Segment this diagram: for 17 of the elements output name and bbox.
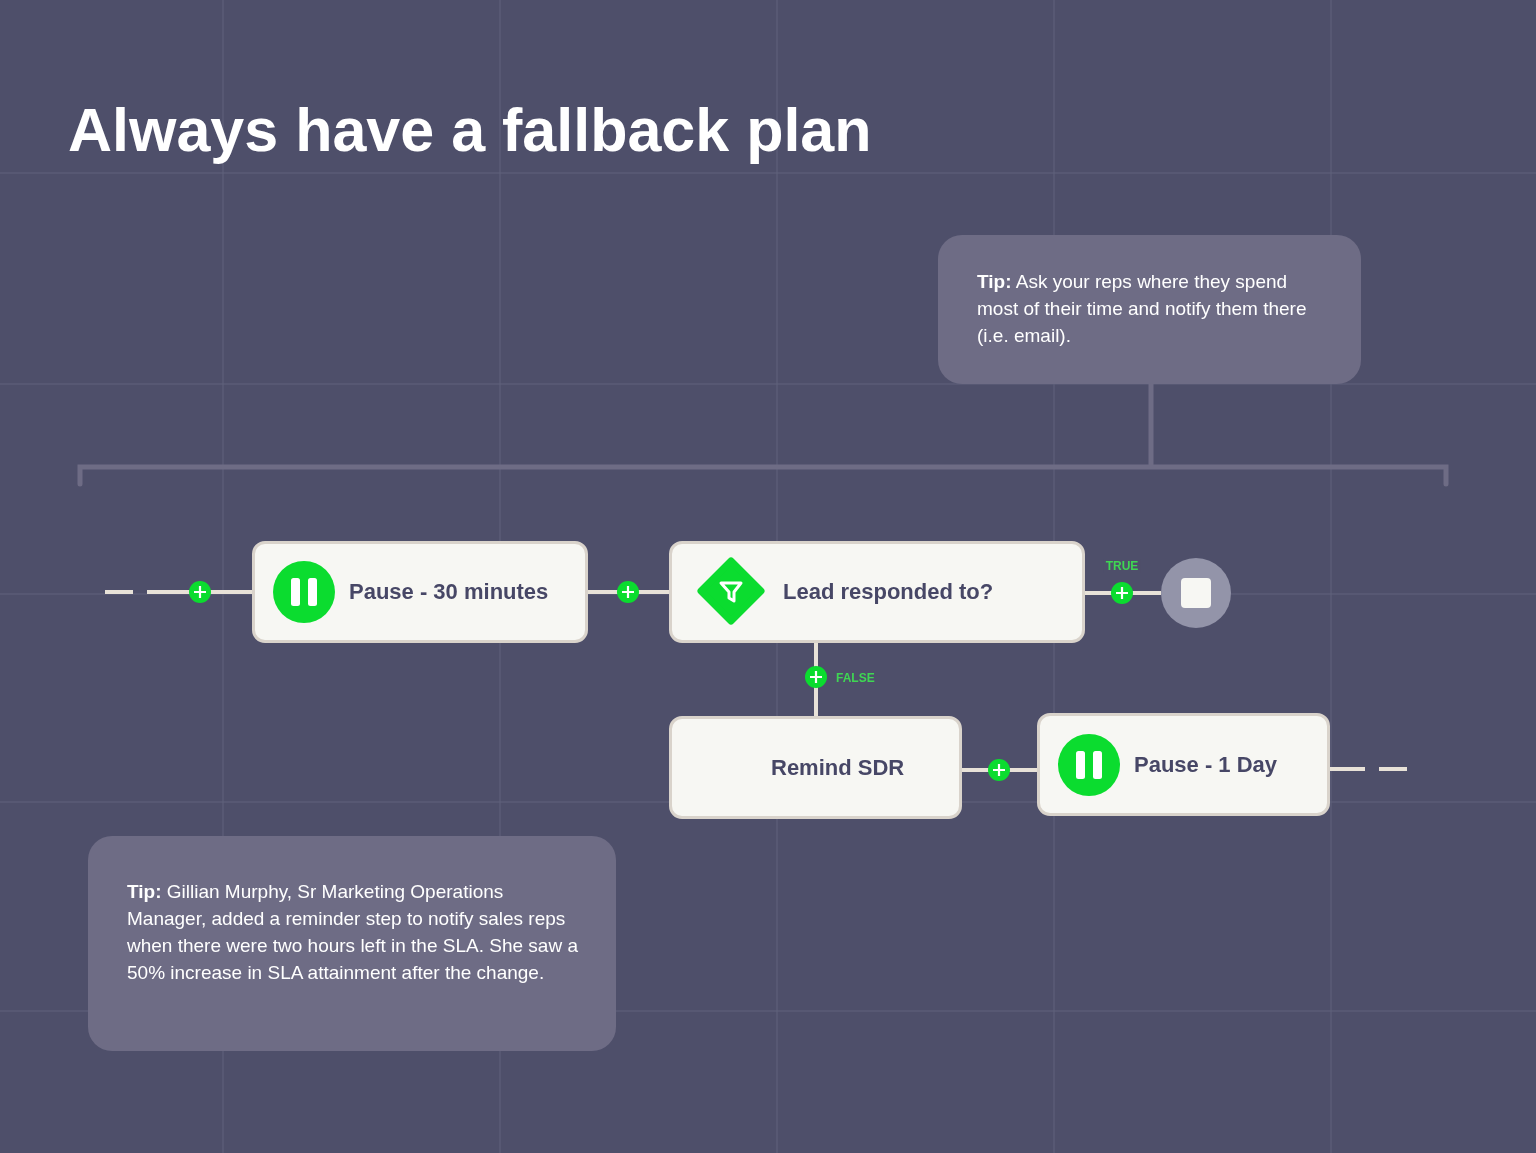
tip-text: Tip: Ask your reps where they spend most of their time and notify them there (i.e. email).	[977, 270, 1308, 348]
step-card	[669, 541, 1085, 643]
step-card	[252, 541, 588, 643]
step-label: Remind SDR	[771, 754, 905, 781]
tip-text: Tip: Gillian Murphy, Sr Marketing Operations Manager, added a reminder step to notify sales reps when there were two hours left in the SLA. She saw a 50% increase in SLA attainment after the change.	[127, 880, 579, 985]
step-label: Lead responded to?	[783, 579, 994, 605]
step-label: Pause - 1 Day	[1134, 751, 1278, 778]
tip-callout	[938, 235, 1361, 384]
step-card	[669, 716, 962, 819]
connector-line	[105, 590, 252, 594]
title: Always have a fallback plan	[68, 95, 872, 166]
tip-callout	[88, 836, 616, 1051]
step-label: Pause - 30 minutes	[349, 579, 549, 605]
edge-label: TRUE	[1103, 559, 1141, 573]
edge-label: FALSE	[834, 671, 877, 685]
connector-line	[1330, 767, 1407, 771]
step-card	[1037, 713, 1330, 816]
